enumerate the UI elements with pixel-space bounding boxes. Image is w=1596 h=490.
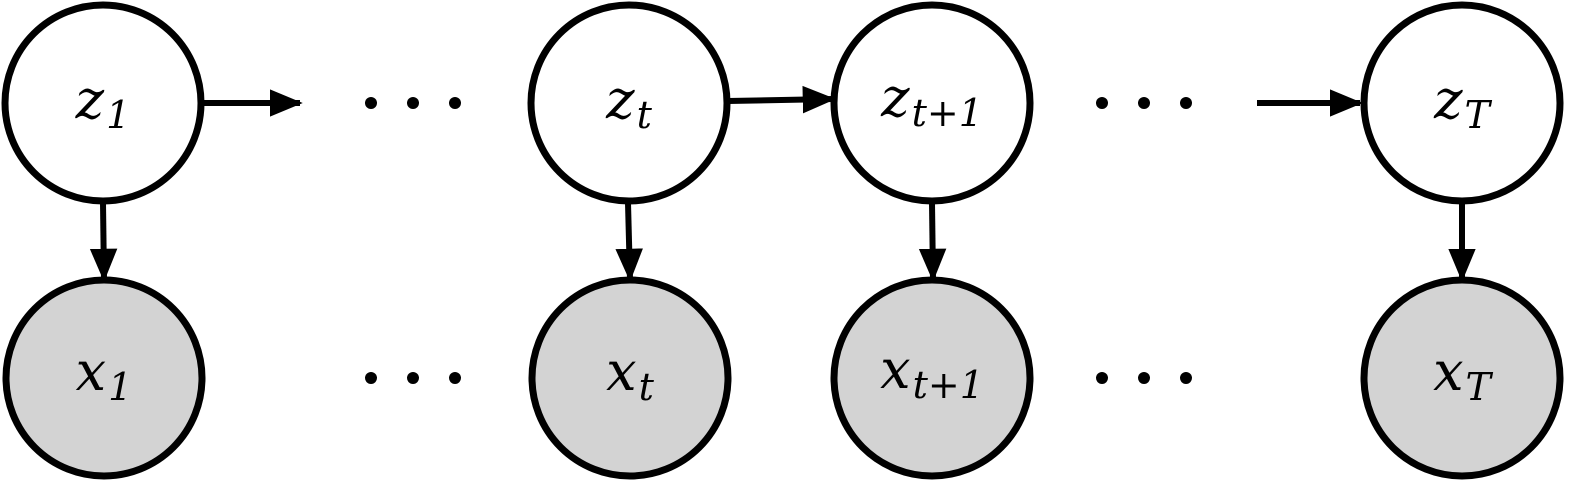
node-subscript: t+1 [912,91,983,135]
observed-node-x1: x1 [2,276,206,480]
node-subscript: 1 [108,365,132,409]
edge-zt1-to-xt1 [918,202,947,282]
latent-node-zt1: zt+1 [830,1,1034,205]
ellipsis-bottom-left [365,372,461,384]
edge-zt-to-zt1 [727,85,836,114]
node-symbol: x [1433,340,1463,403]
edge-z1-to-x1 [89,202,118,282]
svg-text:xt+1: xt+1 [880,338,984,407]
svg-text:xT: xT [1433,340,1493,409]
svg-text:zt: zt [605,68,652,137]
svg-text:x1: x1 [76,340,133,409]
observed-node-xT: xT [1360,276,1564,480]
observed-node-xt1: xt+1 [830,276,1034,480]
svg-text:xt: xt [606,340,654,409]
edge-zt-to-xt [615,202,643,282]
node-subscript: T [1465,93,1493,137]
ellipsis-top-right [1096,97,1192,109]
node-symbol: x [606,340,636,403]
ellipsis-top-left [365,97,461,109]
node-subscript: t+1 [913,363,984,407]
node-subscript: t [637,93,653,137]
ellipsis-bottom-right [1096,372,1192,384]
node-subscript: t [639,365,655,409]
node-symbol: z [75,68,105,131]
latent-node-z1: z1 [1,1,205,205]
node-symbol: x [76,340,106,403]
observed-node-xt: xt [528,276,732,480]
latent-node-zT: zT [1360,1,1564,205]
node-symbol: x [880,338,910,401]
svg-text:zT: zT [1433,68,1492,137]
svg-text:zt+1: zt+1 [880,66,983,135]
node-subscript: T [1466,365,1494,409]
node-subscript: 1 [106,93,130,137]
latent-node-zt: zt [527,1,731,205]
node-symbol: z [880,66,910,129]
svg-text:z1: z1 [75,68,131,137]
node-symbol: z [605,68,635,131]
node-symbol: z [1433,68,1463,131]
